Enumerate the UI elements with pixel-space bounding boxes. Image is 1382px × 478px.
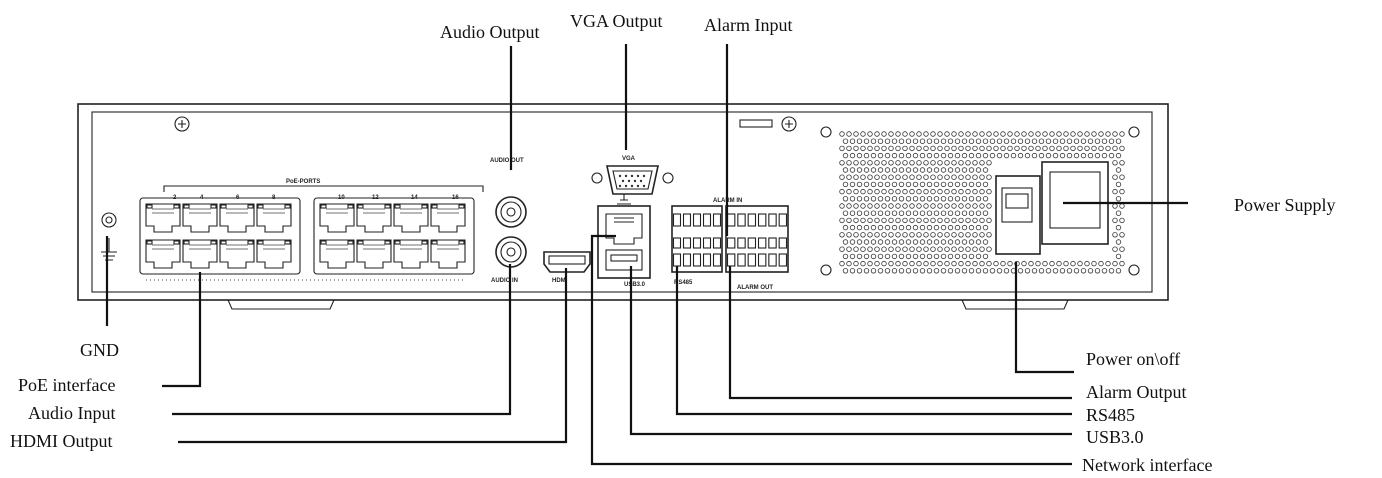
gnd-label: GND	[80, 340, 119, 360]
rj45-port	[430, 239, 466, 269]
vent-grille	[839, 131, 1125, 274]
rj45-port	[393, 203, 429, 233]
rj45-port	[356, 203, 392, 233]
lan-port	[605, 213, 643, 245]
audio-connectors: AUDIO OUT AUDIO IN	[490, 158, 527, 284]
alarm-input-label: Alarm Input	[704, 15, 792, 35]
audio-out-label: AUDIO OUT	[490, 158, 524, 164]
screw-icon	[1128, 126, 1140, 138]
ground-icon	[101, 238, 117, 261]
hdmi-label: HDMI	[552, 278, 568, 284]
callout-labels: Audio Output VGA Output Alarm Input Powe…	[10, 11, 1336, 475]
terminal-screw	[682, 253, 692, 267]
power-switch	[1001, 187, 1033, 223]
poe-ports-block: PoE-PORTS 2 4 6 8 10 12 14 16	[139, 179, 484, 281]
rj45-port	[393, 239, 429, 269]
leader-lines	[105, 44, 1188, 466]
network-usb-block: USB3.0	[597, 194, 651, 288]
audio-input-label: Audio Input	[28, 403, 116, 423]
rj45-port	[356, 239, 392, 269]
screw-icon	[781, 116, 797, 132]
poe-ports-label: PoE-PORTS	[286, 179, 320, 185]
terminal-screw	[712, 213, 722, 227]
alarm-out-label: ALARM OUT	[737, 285, 773, 291]
terminal-screw	[726, 213, 736, 227]
gnd-terminal	[101, 212, 117, 261]
network-icon	[617, 194, 631, 205]
rs485-callout-label: RS485	[1086, 405, 1135, 425]
terminal-screw	[737, 253, 746, 267]
terminal-screw	[778, 213, 788, 227]
power-supply-module	[839, 131, 1125, 274]
rj45-port	[256, 203, 292, 233]
power-on-off-label: Power on\off	[1086, 349, 1180, 369]
terminal-screw	[747, 253, 757, 267]
alarm-output-label: Alarm Output	[1086, 382, 1187, 402]
terminal-screw	[778, 253, 788, 267]
terminal-screw	[692, 253, 702, 267]
terminal-screw	[768, 253, 777, 267]
screw-icon	[1128, 264, 1140, 276]
audio-in-jack	[495, 236, 527, 268]
terminal-screw	[712, 253, 722, 267]
rj45-port	[182, 203, 218, 233]
audio-out-jack	[495, 196, 527, 228]
rj45-port	[219, 203, 255, 233]
terminal-screw	[692, 213, 702, 227]
usb-label: USB3.0	[624, 282, 646, 288]
screw-icon	[820, 264, 832, 276]
vga-port: VGA	[591, 156, 674, 195]
audio-output-label: Audio Output	[440, 22, 540, 42]
vga-label: VGA	[622, 156, 636, 162]
usb30-label: USB3.0	[1086, 427, 1144, 447]
network-interface-label: Network interface	[1082, 455, 1212, 475]
terminal-screw	[726, 253, 736, 267]
power-supply-label: Power Supply	[1234, 195, 1336, 215]
poe-interface-label: PoE interface	[18, 375, 115, 395]
rj45-port	[319, 239, 355, 269]
audio-in-label: AUDIO IN	[491, 278, 518, 284]
rj45-port	[256, 239, 292, 269]
vga-output-label: VGA Output	[570, 11, 663, 31]
usb-port	[605, 249, 643, 271]
rs485-label: RS485	[674, 280, 693, 286]
screw-icon	[820, 126, 832, 138]
hdmi-output-label: HDMI Output	[10, 431, 113, 451]
rj45-port	[145, 203, 181, 233]
terminal-screw	[737, 213, 746, 227]
rj45-port	[219, 239, 255, 269]
terminal-screw	[757, 253, 767, 267]
screws	[174, 116, 1140, 276]
terminal-screw	[672, 213, 682, 227]
terminal-screw	[702, 213, 712, 227]
hdmi-port: HDMI	[543, 251, 591, 284]
screw-icon	[174, 116, 190, 132]
rj45-port	[430, 203, 466, 233]
terminal-screw	[747, 213, 757, 227]
terminal-screw	[682, 213, 692, 227]
rj45-port	[319, 203, 355, 233]
terminal-screw	[768, 213, 777, 227]
terminal-screw	[702, 253, 712, 267]
terminal-screw	[672, 253, 682, 267]
rj45-port	[145, 239, 181, 269]
rj45-port	[182, 239, 218, 269]
terminal-screw	[757, 213, 767, 227]
